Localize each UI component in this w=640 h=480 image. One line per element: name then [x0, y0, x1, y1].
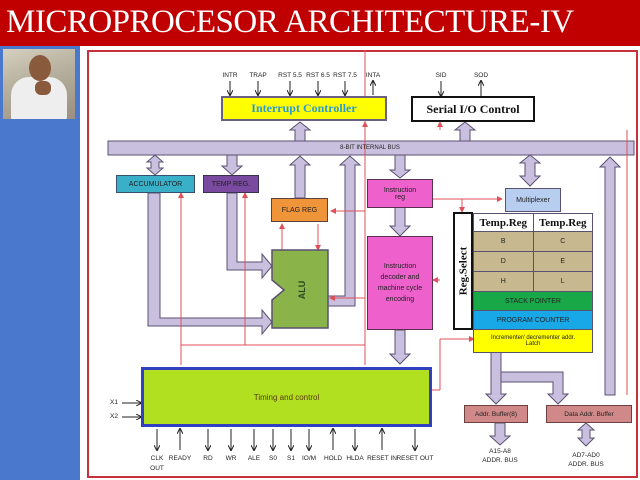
- interrupt-signal-label: TRAP: [249, 72, 267, 79]
- decoder-line4: encoding: [385, 296, 415, 303]
- control-signal-arrows: [157, 429, 415, 450]
- control-signal-label: HOLD: [323, 455, 343, 462]
- data-bus-label: AD7-AD0: [572, 452, 600, 459]
- bus-arrow-serial: [453, 121, 477, 142]
- control-signal-label: WR: [225, 455, 237, 462]
- internal-bus: [107, 140, 635, 156]
- data-addr-buffer: Data Addr. Buffer: [546, 405, 632, 423]
- control-signal-label: IO/M: [301, 455, 317, 462]
- instruction-decoder: Instruction decoder and machine cycle en…: [367, 236, 433, 330]
- register-e: E: [533, 252, 592, 271]
- timing-and-control: Timing and control: [141, 367, 432, 427]
- register-b: B: [474, 232, 534, 251]
- addr-bus-label: A15-A8: [489, 448, 511, 455]
- serial-signal-label: SID: [435, 72, 447, 79]
- temp-reg-header-right: Temp.Reg: [533, 214, 592, 231]
- bus-arrow-decoder-timing: [388, 329, 412, 365]
- accumulator: ACCUMULATOR: [116, 175, 195, 193]
- alu-block: [271, 249, 329, 329]
- addr-bus-label: ADDR. BUS: [482, 457, 518, 464]
- interrupt-signal-label: INTR: [222, 72, 238, 79]
- decoder-line1: Instruction: [383, 263, 417, 270]
- instruction-reg-line2: reg: [394, 193, 406, 201]
- title-bar: MICROPROCESOR ARCHITECTURE-IV: [0, 0, 640, 46]
- bus-arrow-data-bus: [576, 422, 596, 447]
- presenter-photo: [3, 49, 75, 119]
- presenter-hands: [35, 81, 51, 95]
- register-l: L: [533, 272, 592, 291]
- register-h: H: [474, 272, 534, 291]
- bus-arrow-acc-alu: [147, 192, 273, 336]
- program-counter: PROGRAM COUNTER: [474, 310, 592, 329]
- serial-io-control: Serial I/O Control: [411, 96, 535, 122]
- interrupt-signal-label: RST 6.5: [306, 72, 330, 79]
- bus-arrow-flag: [288, 155, 312, 199]
- reg-select-label: Reg.Select: [457, 246, 469, 296]
- bus-arrows: [145, 121, 622, 447]
- bus-arrow-ir: [388, 154, 412, 179]
- reg-select: Reg.Select: [453, 212, 473, 330]
- control-signal-label: RESET IN: [367, 455, 397, 462]
- stack-pointer: STACK POINTER: [474, 291, 592, 310]
- alu-label: ALU: [297, 280, 307, 300]
- decoder-line3: machine cycle: [377, 285, 423, 292]
- bus-arrow-latch-addr: [484, 351, 508, 405]
- bus-arrow-alu-out: [327, 155, 362, 307]
- register-array: Temp.Reg Temp.Reg B C D E H L STACK POIN…: [473, 213, 593, 353]
- bus-arrow-tempreg: [220, 154, 244, 176]
- bus-arrow-ir-decoder: [388, 206, 412, 237]
- instruction-reg-line1: Instruction: [383, 186, 417, 194]
- incrementer-latch: Incrementer/ decrementer addr. Latch: [474, 329, 592, 352]
- data-bus-label: ADDR. BUS: [568, 461, 604, 468]
- interrupt-controller: Interrupt Controller: [221, 96, 387, 121]
- multiplexer: Multiplexer: [505, 188, 561, 212]
- bus-arrow-latch-data: [500, 371, 570, 405]
- flag-reg: FLAG REG: [271, 198, 328, 222]
- slide-title: MICROPROCESOR ARCHITECTURE-IV: [6, 4, 574, 40]
- bus-arrow-accumulator: [145, 154, 165, 176]
- register-d: D: [474, 252, 534, 271]
- control-signal-label: READY: [168, 455, 192, 462]
- control-signal-label: OUT: [150, 465, 164, 472]
- control-signal-label: S0: [269, 455, 277, 462]
- temp-reg-header-left: Temp.Reg: [474, 214, 534, 231]
- incrementer-line2: Latch: [525, 341, 541, 347]
- incrementer-line1: Incrementer/ decrementer addr.: [490, 335, 576, 341]
- interrupt-signal-label: RST 5.5: [278, 72, 302, 79]
- control-signal-label: ALE: [247, 455, 261, 462]
- control-signal-label: CLK: [150, 455, 164, 462]
- internal-bus-label: 8-BIT INTERNAL BUS: [340, 145, 400, 151]
- temp-reg: TEMP REG.: [203, 175, 259, 193]
- bus-arrow-interrupt: [288, 121, 312, 142]
- bus-arrow-temp-alu: [226, 192, 273, 280]
- interrupt-signal-label: RST 7.5: [333, 72, 357, 79]
- decoder-line2: decoder and: [380, 274, 420, 281]
- bus-arrow-addr-bus: [488, 422, 512, 446]
- register-c: C: [533, 232, 592, 251]
- interrupt-signal-arrows: [122, 81, 481, 417]
- bus-arrow-multiplexer: [518, 154, 542, 187]
- interrupt-signal-label: INTA: [365, 72, 381, 79]
- control-signal-label: RESET OUT: [396, 455, 434, 462]
- clock-input-label: X2: [110, 413, 118, 420]
- control-signal-label: S1: [287, 455, 295, 462]
- bus-arrow-right: [598, 156, 622, 396]
- control-signal-label: RD: [203, 455, 213, 462]
- addr-buffer: Addr. Buffer(8): [464, 405, 528, 423]
- instruction-reg: Instruction reg: [367, 179, 433, 208]
- clock-input-label: X1: [110, 399, 118, 406]
- control-signal-label: HLDA: [346, 455, 364, 462]
- serial-signal-label: SOD: [473, 72, 489, 79]
- presenter-head: [29, 55, 51, 81]
